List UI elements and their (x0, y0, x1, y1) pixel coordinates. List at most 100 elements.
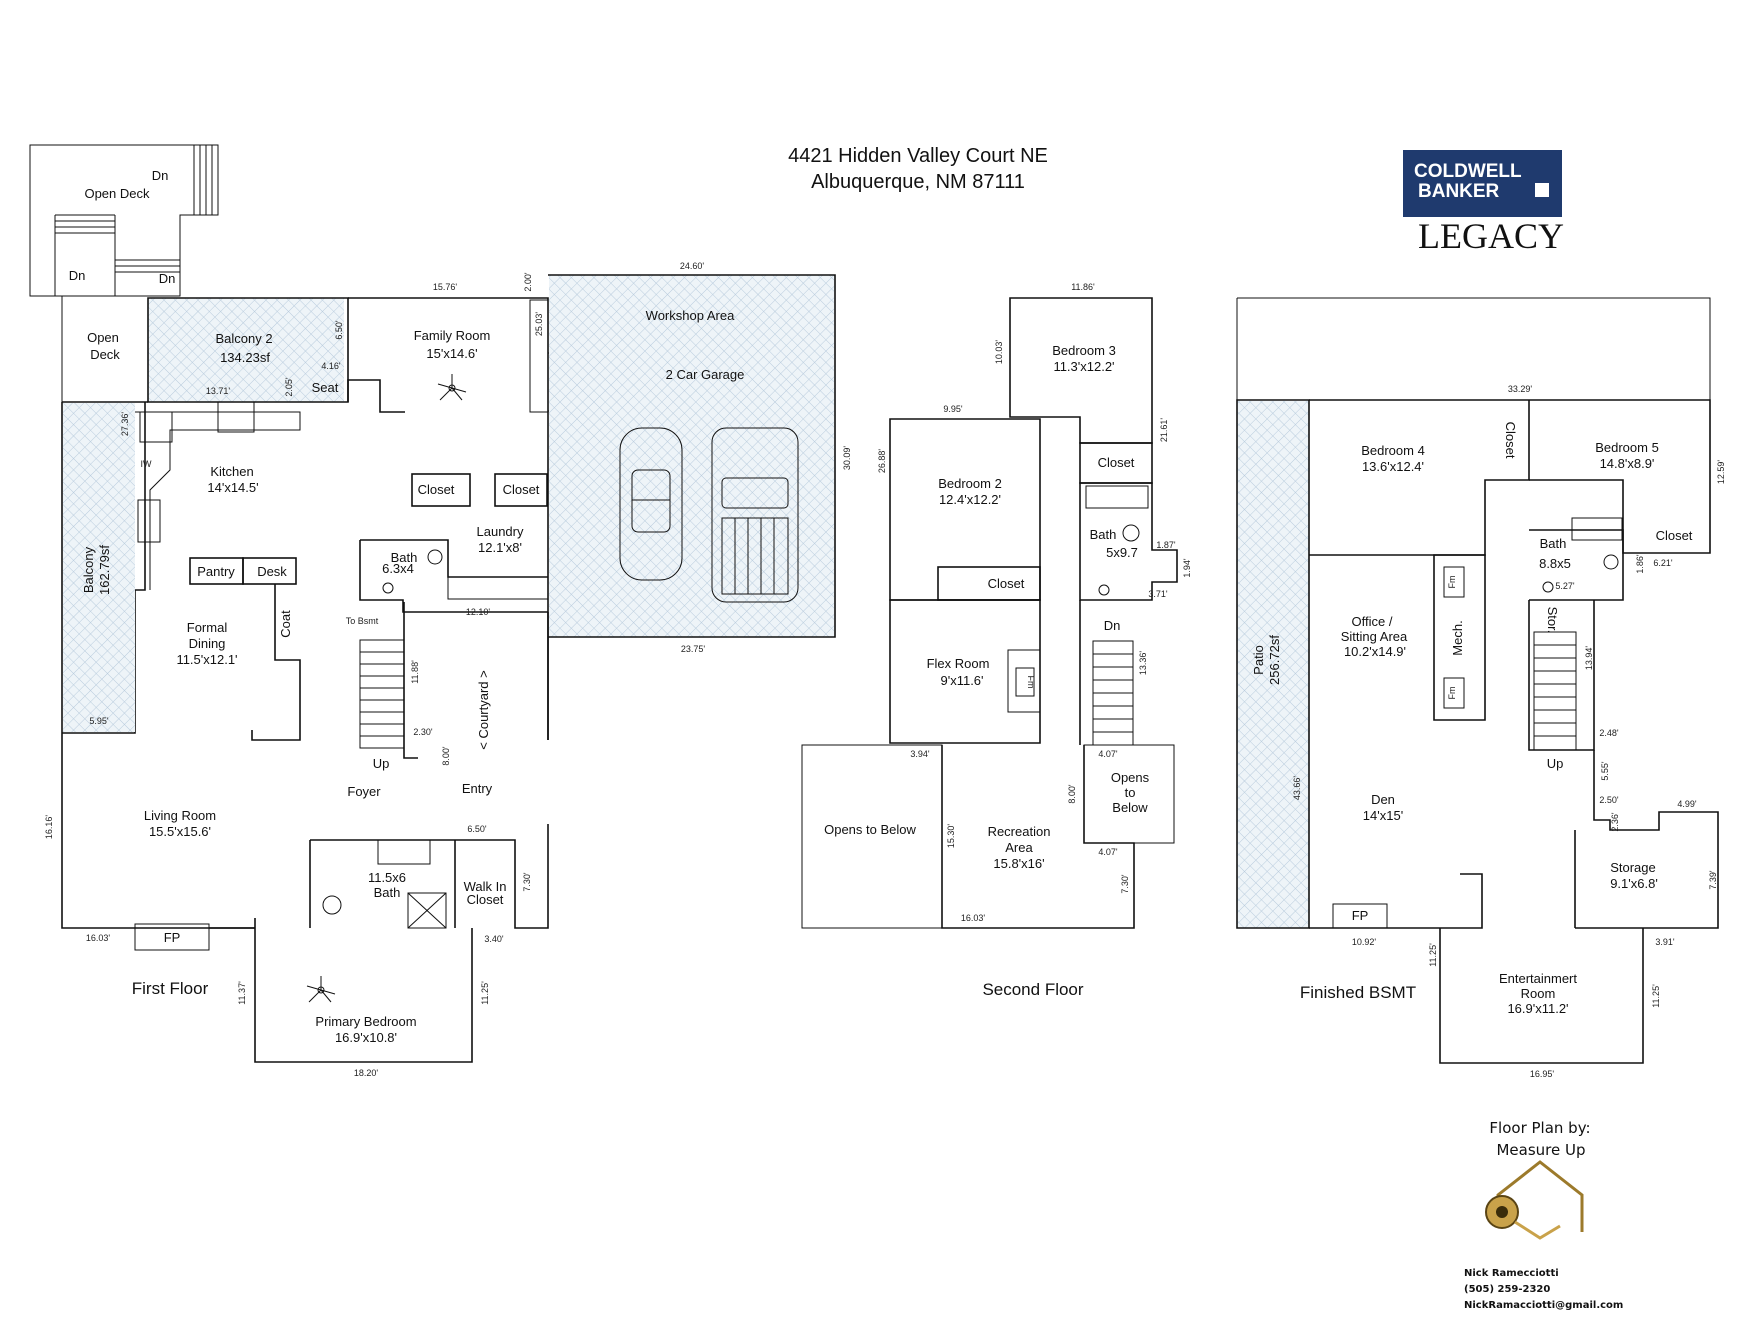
opens-right-2: to (1125, 785, 1136, 800)
dim-sf-8: 3.71' (1148, 589, 1168, 599)
bedroom-4-walls (1309, 400, 1530, 556)
dim-first-8: 13.71' (206, 386, 231, 396)
deck-stairs-top (54, 145, 213, 296)
garage-label: 2 Car Garage (666, 367, 745, 382)
recreation-label-1: Recreation (988, 824, 1051, 839)
first-floor-east-walls (348, 297, 549, 740)
vanity-icon (377, 839, 431, 865)
living-room-label: Living Room (144, 808, 216, 823)
up-label-bsmt: Up (1547, 756, 1564, 771)
patio-area-label: 256.72sf (1267, 635, 1282, 685)
closet-1-label: Closet (418, 482, 455, 497)
first-floor-label: First Floor (132, 979, 209, 998)
family-room-label: Family Room (414, 328, 491, 343)
primary-bath-size: 11.5x6 (368, 870, 406, 885)
balcony-area (63, 403, 135, 732)
mech-room-walls (1433, 554, 1486, 721)
dim-bsmt-8: 5.55' (1600, 761, 1610, 781)
coat-wall (251, 584, 301, 741)
ceiling-fan-icon (437, 374, 467, 401)
stor-label: Stor. (1545, 607, 1560, 634)
dim-sf-12: 8.00' (1067, 784, 1077, 804)
dim-sf-13: 15.30' (946, 824, 956, 849)
dim-first-6: 4.16' (321, 361, 341, 371)
bedroom-4-size: 13.6'x12.4' (1362, 459, 1424, 474)
coat-label: Coat (278, 610, 293, 638)
brand-mark-icon (1535, 183, 1549, 197)
iw-label: IW (141, 459, 153, 469)
fireplace-living (134, 923, 210, 951)
kitchen-counter (135, 411, 301, 590)
open-deck-left-label-2: Deck (90, 347, 120, 362)
bath-bsmt-label: Bath (1540, 536, 1567, 551)
laundry-counter (447, 576, 549, 600)
kitchen-size: 14'x14.5' (207, 480, 258, 495)
dim-sf-16: 16.03' (961, 913, 986, 923)
bedroom-3-label: Bedroom 3 (1052, 343, 1116, 358)
sink-icon-bsmt (1542, 581, 1554, 593)
office-label-1: Office / (1352, 614, 1393, 629)
laundry-label: Laundry (477, 524, 524, 539)
desk-box (242, 557, 297, 585)
foyer-label: Foyer (347, 784, 381, 799)
seat-label: Seat (312, 380, 339, 395)
dim-sf-1: 11.86' (1071, 282, 1095, 292)
dim-bsmt-11: 4.99' (1677, 799, 1697, 809)
dim-sf-5: 21.61' (1159, 418, 1169, 443)
brand-line-3: LEGACY (1418, 216, 1564, 256)
second-floor: Bedroom 3 11.3'x12.2' Bedroom 2 12.4'x12… (801, 282, 1192, 999)
entertainment-label-1: Entertainmert (1499, 971, 1577, 986)
bathtub-icon-bsmt (1571, 517, 1623, 541)
toilet-icon-primary (322, 895, 342, 915)
office-size: 10.2'x14.9' (1344, 644, 1406, 659)
fm-label-bsmt-1: Fm (1447, 576, 1457, 589)
stair-treads-bsmt (1534, 644, 1576, 737)
address-line-1: 4421 Hidden Valley Court NE (788, 145, 1048, 167)
foyer-wall (403, 602, 418, 759)
flex-room-walls (889, 599, 1041, 744)
bedroom-3-size: 11.3'x12.2' (1053, 359, 1114, 374)
dim-bsmt-3: 5.27' (1555, 581, 1575, 591)
dim-bsmt-16: 3.91' (1655, 937, 1675, 947)
dim-bsmt-9: 2.50' (1599, 795, 1619, 805)
den-south-wall (1309, 873, 1483, 929)
dim-sf-14: 4.07' (1098, 847, 1118, 857)
stair-treads-1 (360, 651, 404, 737)
basement-floor: Patio 256.72sf Bedroom 4 13.6'x12.4' Clo… (1236, 297, 1726, 1079)
pantry-label: Pantry (197, 564, 235, 579)
dim-bsmt-6: 13.94' (1584, 646, 1594, 671)
garage-walls (548, 274, 836, 638)
dim-bsmt-15: 11.25' (1428, 943, 1438, 967)
storage-label: Storage (1610, 860, 1656, 875)
formal-dining-label-1: Formal (187, 620, 228, 635)
dn-label-sf: Dn (1104, 618, 1121, 633)
to-bsmt-label: To Bsmt (346, 616, 379, 626)
dim-sf-15: 7.30' (1120, 874, 1130, 894)
bedroom-5-size: 14.8'x8.9' (1600, 456, 1655, 471)
dim-first-4: 6.50' (334, 320, 344, 340)
den-size: 14'x15' (1363, 808, 1403, 823)
family-room-size: 15'x14.6' (426, 346, 477, 361)
fm-box-sf (1015, 667, 1035, 697)
dim-bsmt-1: 33.29' (1508, 384, 1533, 394)
bedroom-2-walls (889, 418, 1041, 601)
dim-first-14: 5.95' (89, 716, 109, 726)
half-bath-size: 6.3x4 (382, 561, 414, 576)
primary-bath-label: Bath (374, 885, 401, 900)
bath-bsmt-size: 8.8x5 (1539, 556, 1571, 571)
address-line-2: Albuquerque, NM 87111 (811, 171, 1025, 193)
bath-bsmt-walls (1529, 529, 1624, 601)
dim-first-19: 7.30' (522, 872, 532, 892)
recreation-walls (941, 745, 1135, 929)
entertainment-label-2: Room (1521, 986, 1556, 1001)
bedroom-5-label: Bedroom 5 (1595, 440, 1659, 455)
kitchen-label: Kitchen (210, 464, 253, 479)
half-bath-label: Bath (391, 550, 418, 565)
dim-bsmt-5: 6.21' (1653, 558, 1673, 568)
fridge-icon (217, 401, 255, 433)
formal-dining-label-2: Dining (189, 636, 226, 651)
dim-sf-7: 1.94' (1182, 558, 1192, 578)
open-deck-top-label: Open Deck (84, 186, 150, 201)
balcony-2-label: Balcony 2 (215, 331, 272, 346)
